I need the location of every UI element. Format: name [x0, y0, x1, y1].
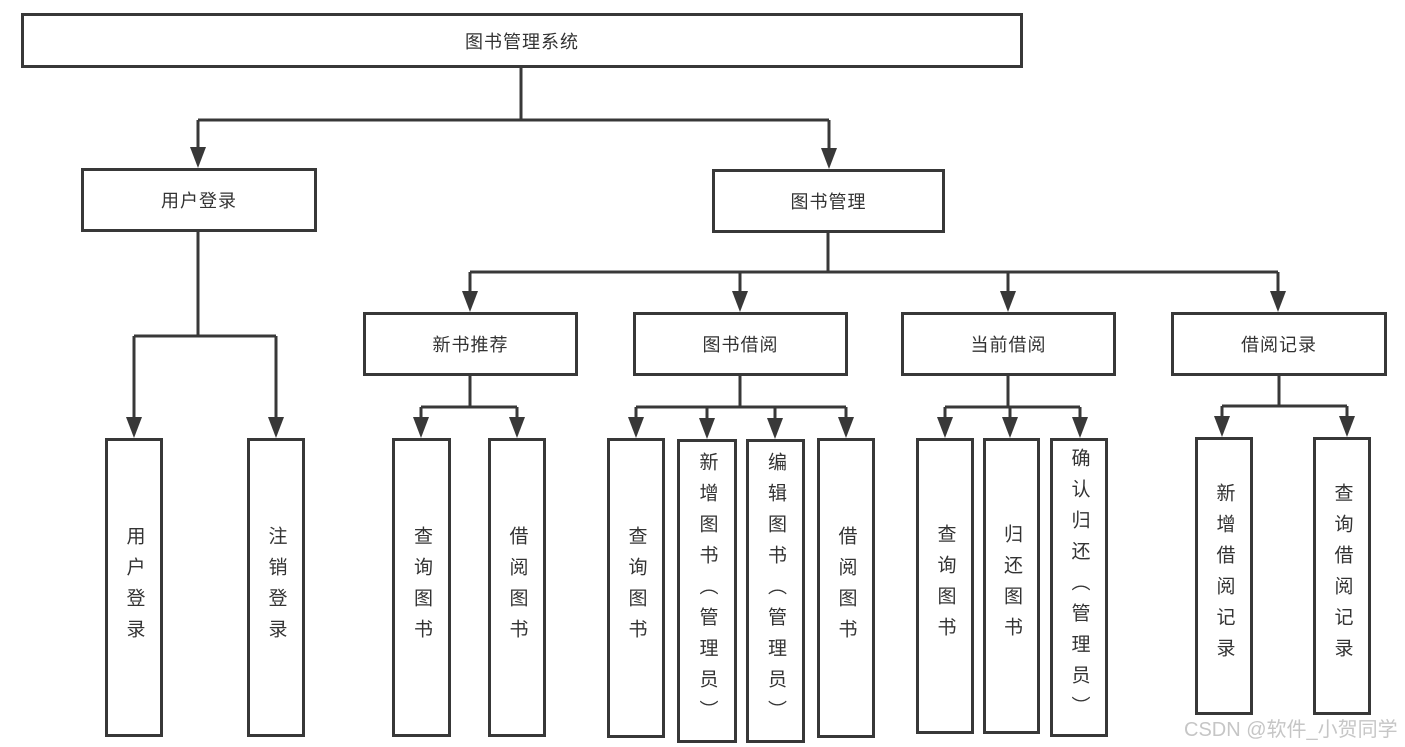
leaf-query-borrow-record-label: 查询借阅记录 [1331, 483, 1353, 669]
leaf-add-borrow-record-label: 新增借阅记录 [1213, 483, 1235, 669]
node-root: 图书管理系统 [21, 13, 1023, 68]
leaf-query-books-borrowing-label: 查询图书 [625, 526, 647, 650]
node-current-borrowing-label: 当前借阅 [970, 335, 1047, 355]
leaf-query-books-current: 查询图书 [916, 438, 974, 734]
node-book-borrowing: 图书借阅 [633, 312, 848, 376]
node-borrowing-records-label: 借阅记录 [1241, 335, 1317, 355]
leaf-add-books-admin: 新增图书（管理员） [677, 439, 737, 743]
node-borrowing-records: 借阅记录 [1171, 312, 1387, 376]
leaf-user-login: 用户登录 [105, 438, 163, 737]
leaf-user-login-label: 用户登录 [123, 525, 145, 650]
leaf-add-borrow-record: 新增借阅记录 [1195, 437, 1253, 715]
leaf-query-books-current-label: 查询图书 [934, 524, 956, 648]
leaf-query-books-recommend: 查询图书 [392, 438, 451, 737]
leaf-confirm-return-admin: 确认归还（管理员） [1050, 438, 1108, 737]
node-book-borrowing-label: 图书借阅 [702, 335, 779, 355]
leaf-query-books-recommend-label: 查询图书 [411, 525, 432, 650]
leaf-logout: 注销登录 [247, 438, 305, 737]
leaf-borrow-books-borrowing: 借阅图书 [817, 438, 875, 738]
leaf-query-borrow-record: 查询借阅记录 [1313, 437, 1371, 715]
node-root-label: 图书管理系统 [465, 31, 579, 52]
leaf-edit-books-admin: 编辑图书（管理员） [746, 439, 805, 743]
leaf-query-books-borrowing: 查询图书 [607, 438, 665, 738]
node-book-management: 图书管理 [712, 169, 945, 233]
node-user-login: 用户登录 [81, 168, 317, 232]
leaf-add-books-admin-label: 新增图书（管理员） [696, 451, 718, 731]
leaf-borrow-books-recommend-label: 借阅图书 [506, 525, 528, 650]
leaf-return-books: 归还图书 [983, 438, 1040, 734]
node-book-management-label: 图书管理 [790, 192, 867, 212]
watermark: CSDN @软件_小贺同学 [1184, 719, 1398, 741]
node-new-book-recommend: 新书推荐 [363, 312, 578, 376]
leaf-confirm-return-admin-label: 确认归还（管理员） [1068, 448, 1090, 727]
node-user-login-label: 用户登录 [161, 191, 237, 211]
node-current-borrowing: 当前借阅 [901, 312, 1116, 376]
leaf-borrow-books-borrowing-label: 借阅图书 [835, 526, 857, 650]
node-new-book-recommend-label: 新书推荐 [432, 335, 509, 355]
leaf-borrow-books-recommend: 借阅图书 [488, 438, 546, 737]
leaf-logout-label: 注销登录 [265, 525, 287, 650]
leaf-return-books-label: 归还图书 [1001, 524, 1022, 648]
leaf-edit-books-admin-label: 编辑图书（管理员） [765, 451, 786, 731]
